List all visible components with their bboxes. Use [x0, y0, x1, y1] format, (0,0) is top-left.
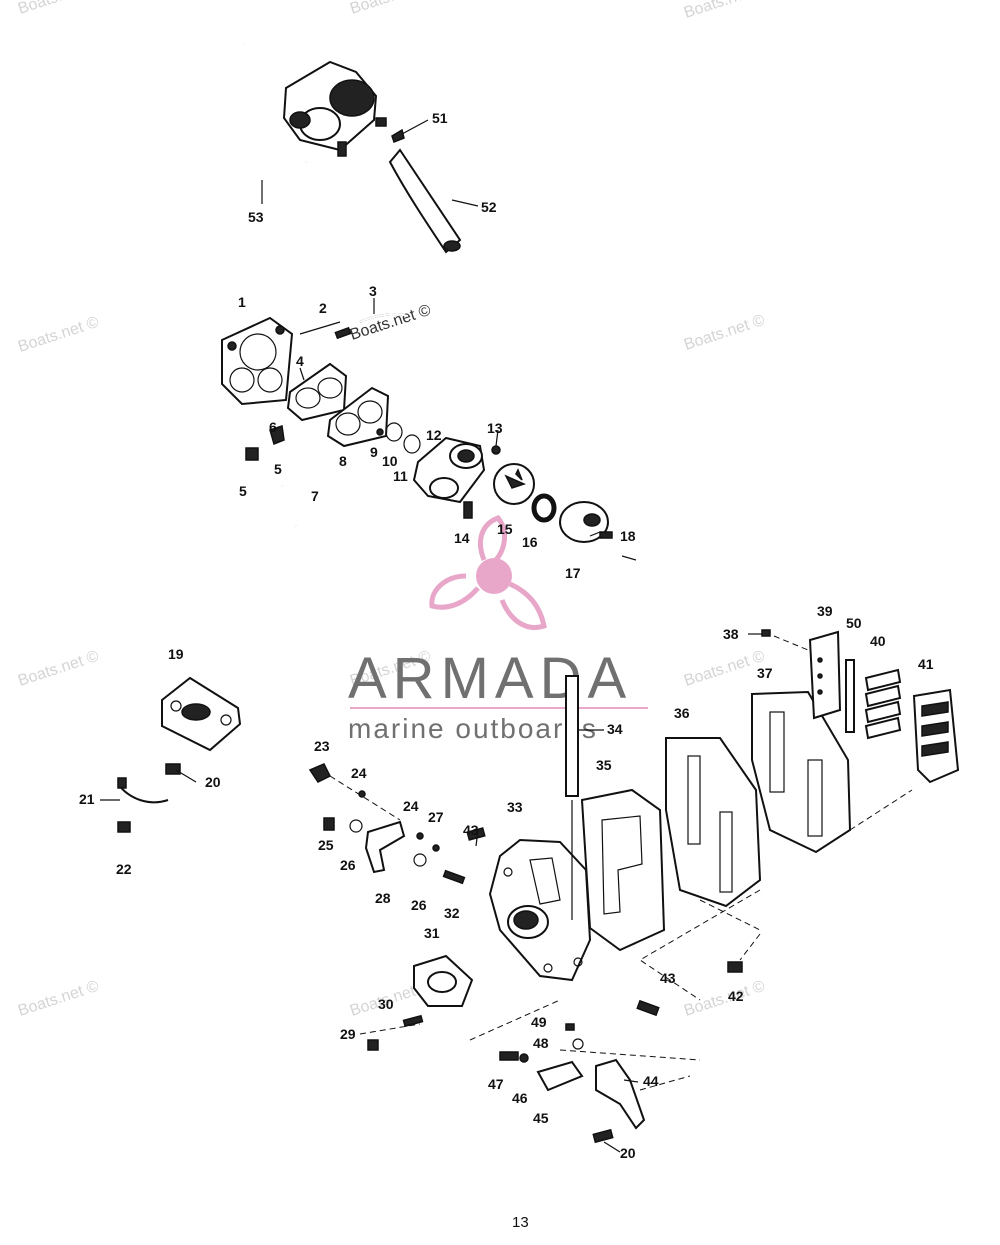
callout-label: 43 [463, 822, 479, 838]
callout-label: 41 [918, 656, 934, 672]
callout-label: 48 [533, 1035, 549, 1051]
watermark: Boats.net © [348, 0, 433, 18]
callout-label: 42 [728, 988, 744, 1004]
page-number: 13 [512, 1214, 529, 1231]
lower-linkage-assembly [359, 954, 701, 1144]
callout-label: 38 [723, 626, 739, 642]
callout-label: 45 [533, 1110, 549, 1126]
callout-label: 36 [674, 705, 690, 721]
callout-label: 22 [116, 861, 132, 877]
callout-label: 19 [168, 646, 184, 662]
callout-label: 11 [393, 468, 408, 484]
callout-label: 5 [274, 461, 282, 477]
callout-label: 24 [403, 798, 419, 814]
callout-label: 40 [870, 633, 886, 649]
watermark: Boats.net © [16, 978, 101, 1020]
callout-label: 25 [318, 837, 334, 853]
callout-label: 5 [239, 483, 247, 499]
callout-label: 52 [481, 199, 497, 215]
callout-label: 3 [369, 283, 377, 299]
watermark: Boats.net © [682, 978, 767, 1020]
callout-label: 7 [311, 488, 319, 504]
callout-label: 8 [339, 453, 347, 469]
callout-label: 27 [428, 809, 444, 825]
throttle-bracket-assembly [117, 676, 242, 833]
watermark: Boats.net © [682, 648, 767, 690]
intake-manifold-assembly [308, 629, 960, 1017]
callout-label: 21 [79, 791, 95, 807]
callout-label: 23 [314, 738, 330, 754]
callout-label: 49 [531, 1014, 547, 1030]
callout-labels: 51 52 53 1 2 3 4 5 5 6 7 8 9 10 11 12 13… [79, 110, 934, 1161]
callout-label: 28 [375, 890, 391, 906]
callout-label: 46 [512, 1090, 528, 1106]
propeller-icon [429, 515, 547, 630]
callout-label: 9 [370, 444, 378, 460]
callout-label: 24 [351, 765, 367, 781]
callout-label: 53 [248, 209, 264, 225]
callout-label: 37 [757, 665, 773, 681]
fuel-pump-assembly [239, 43, 462, 254]
callout-label: 2 [319, 300, 327, 316]
callout-label: 51 [432, 110, 448, 126]
brand-name: ARMADA [348, 646, 632, 711]
callout-label: 10 [382, 453, 398, 469]
callout-label: 31 [424, 925, 440, 941]
callout-label: 1 [238, 294, 246, 310]
callout-label: 39 [817, 603, 833, 619]
brand-tagline: marine outboards [348, 713, 598, 744]
callout-label: 43 [660, 970, 676, 986]
callout-label: 20 [205, 774, 221, 790]
callout-label: 16 [522, 534, 538, 550]
callout-label: 15 [497, 521, 513, 537]
watermark: Boats.net © [682, 0, 767, 22]
callout-label: 29 [340, 1026, 356, 1042]
pump-housing-assembly [221, 313, 637, 561]
callout-label: 26 [411, 897, 427, 913]
leader-lines [100, 119, 762, 1153]
callout-label: 34 [607, 721, 623, 737]
callout-label: 13 [487, 420, 503, 436]
callout-label: 50 [846, 615, 862, 631]
callout-label: 20 [620, 1145, 636, 1161]
watermark: Boats.net © [682, 312, 767, 354]
callout-label: 33 [507, 799, 523, 815]
callout-label: 35 [596, 757, 612, 773]
watermark: Boats.net © [16, 648, 101, 690]
callout-label: 6 [269, 419, 277, 435]
armada-logo: ARMADA marine outboards [348, 515, 648, 744]
watermark: Boats.net © [16, 314, 101, 356]
watermark: Boats.net © [16, 0, 101, 18]
callout-label: 18 [620, 528, 636, 544]
callout-label: 32 [444, 905, 460, 921]
callout-label: 44 [643, 1073, 659, 1089]
callout-label: 12 [426, 427, 442, 443]
callout-label: 26 [340, 857, 356, 873]
callout-label: 14 [454, 530, 470, 546]
callout-label: 47 [488, 1076, 504, 1092]
callout-label: 4 [296, 353, 304, 369]
callout-label: 30 [378, 996, 394, 1012]
callout-label: 17 [565, 565, 581, 581]
